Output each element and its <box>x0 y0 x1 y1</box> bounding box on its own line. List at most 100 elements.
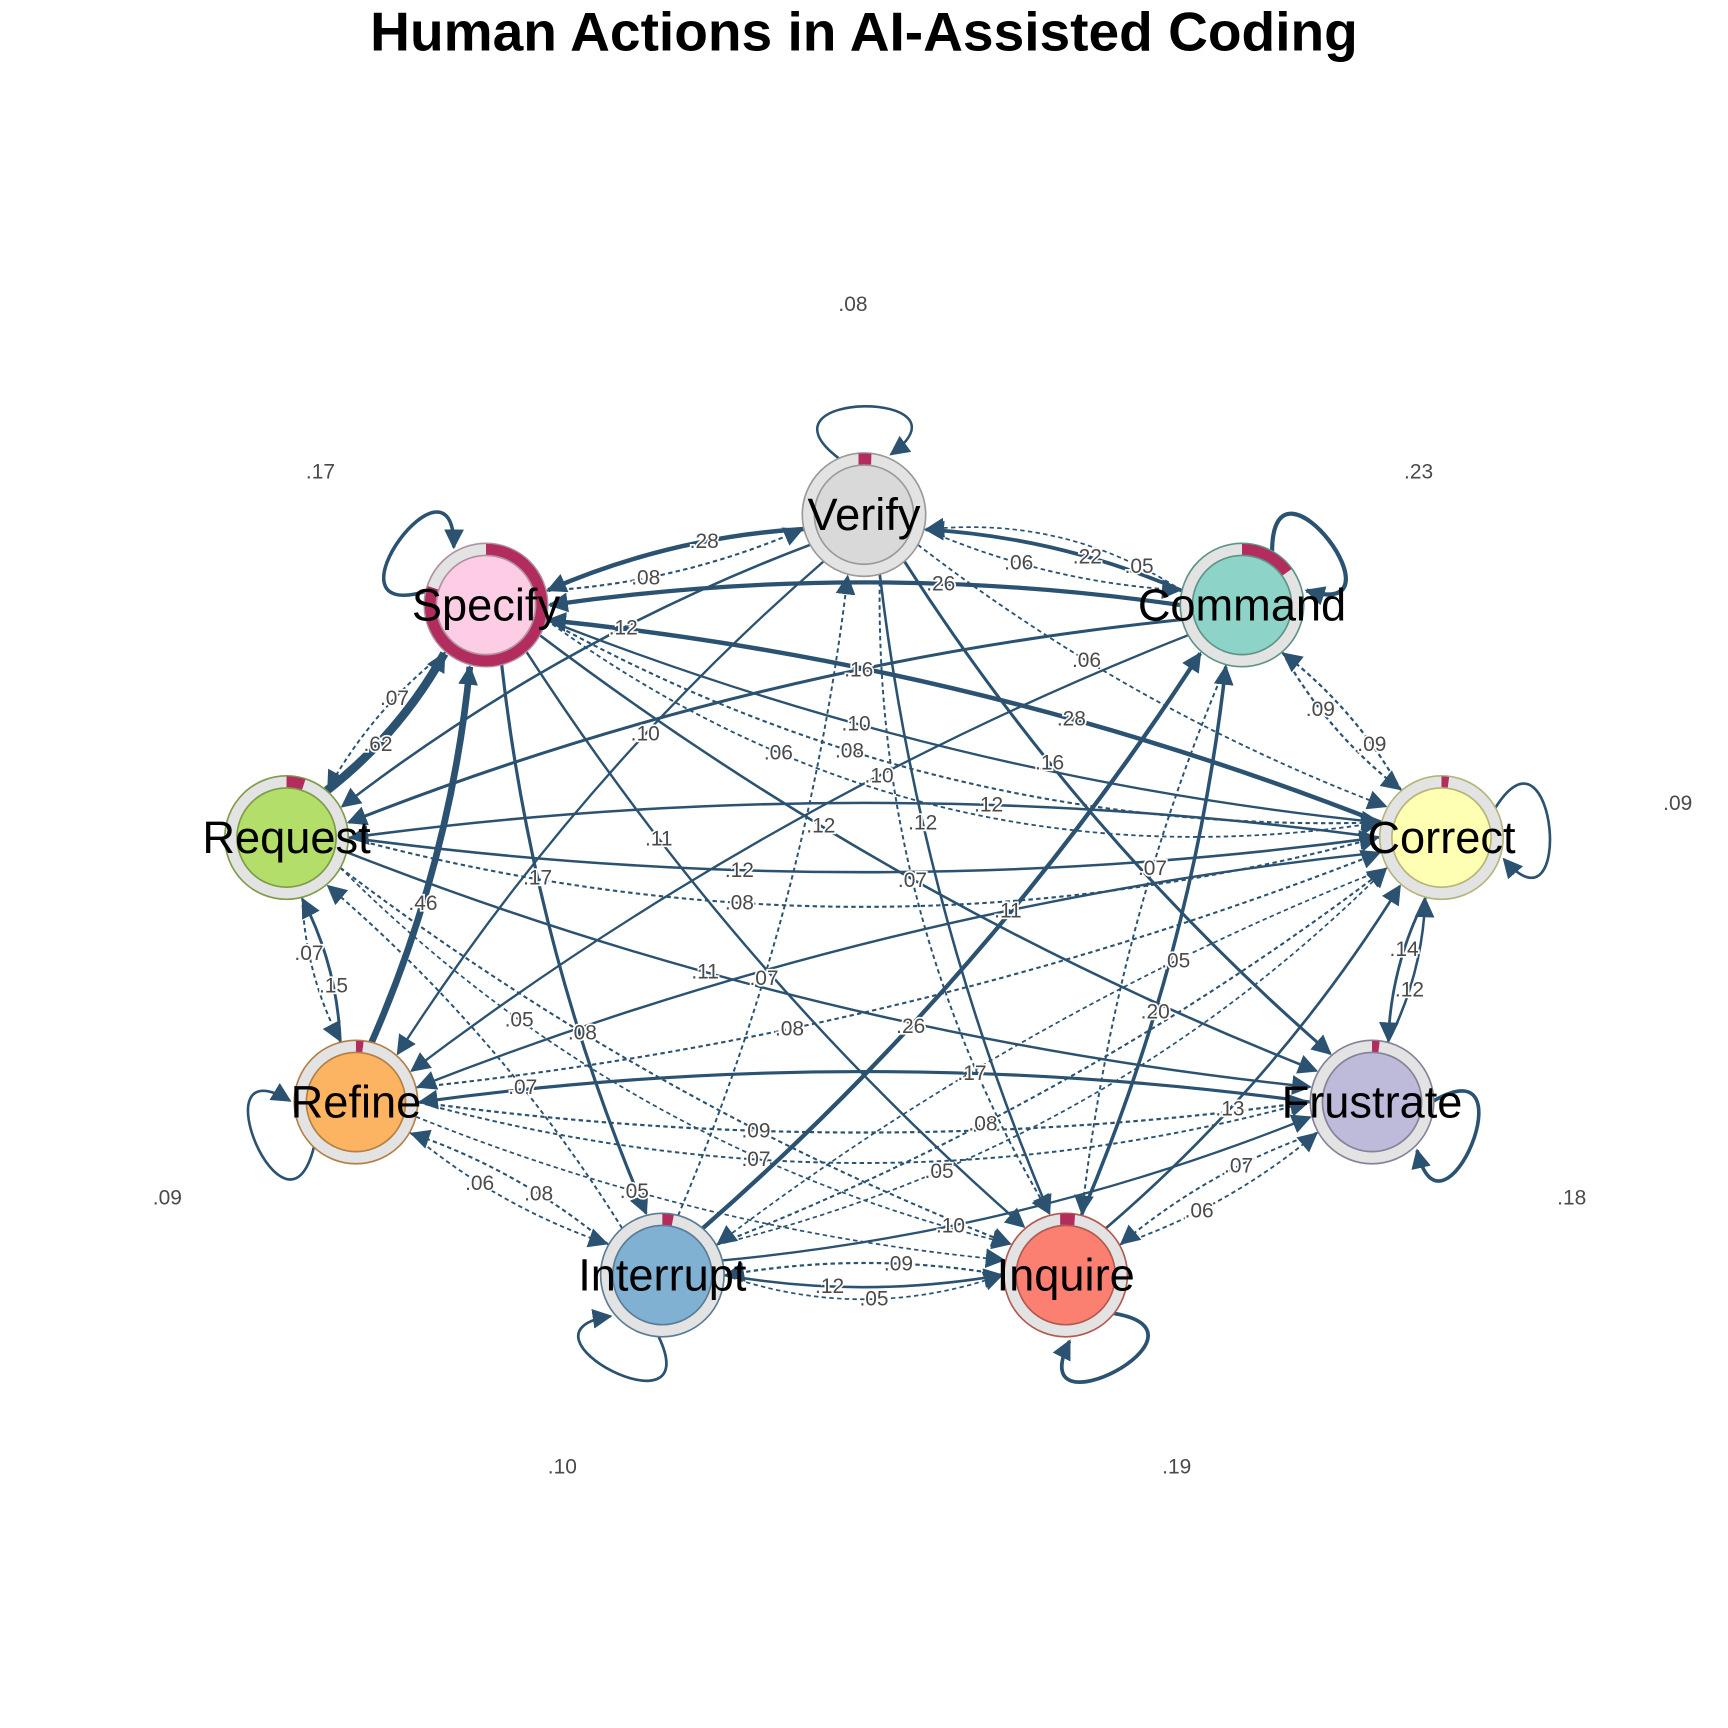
chart-title: Human Actions in AI-Assisted Coding <box>370 1 1358 63</box>
edge-weight-label: .13 <box>1215 1097 1244 1120</box>
self-loop-inquire <box>1052 1311 1150 1384</box>
edge-verify-to-command <box>923 528 1182 600</box>
edge-weight-label: .14 <box>1390 938 1419 961</box>
self-loop-label: .09 <box>1663 792 1692 815</box>
edge-weight-label: .09 <box>1306 698 1335 721</box>
edge-command-to-inquire <box>1074 664 1228 1216</box>
edge-weight-label: .05 <box>925 1160 954 1183</box>
edge-weight-label: .62 <box>363 733 392 756</box>
node-verify[interactable]: Verify <box>801 452 927 578</box>
node-request[interactable]: Request <box>202 775 371 901</box>
edge-refine-to-interrupt <box>409 1131 609 1248</box>
node-specify[interactable]: Specify <box>412 542 561 668</box>
self-loop-verify <box>816 405 913 460</box>
edge-request-to-correct <box>348 830 1380 874</box>
node-circle <box>1015 1224 1117 1326</box>
edge-weight-label: .09 <box>741 1119 770 1142</box>
edge-weight-label: .07 <box>898 869 927 892</box>
edge-weight-label: .06 <box>465 1172 494 1195</box>
edge-weight-label: .09 <box>1357 733 1386 756</box>
edge-refine-to-specify <box>368 664 478 1044</box>
edge-specify-to-correct <box>545 618 1382 831</box>
edge-refine-to-correct <box>415 849 1382 1089</box>
self-loop-label: .19 <box>1162 1456 1191 1479</box>
edge-command-to-verify <box>924 520 1183 593</box>
node-circle <box>813 464 915 566</box>
edge-weight-label: .10 <box>631 723 660 746</box>
edge-weight-label: .06 <box>1185 1200 1214 1223</box>
edge-interrupt-to-refine <box>409 1129 610 1246</box>
node-label: Correct <box>1367 812 1516 863</box>
edge-inquire-to-command <box>1079 664 1234 1217</box>
edge-interrupt-to-inquire <box>723 1271 1004 1301</box>
edge-correct-to-interrupt <box>716 866 1388 1245</box>
edge-weight-label: .12 <box>725 859 754 882</box>
edges-layer <box>301 517 1435 1301</box>
edge-weight-label: .07 <box>1224 1155 1253 1178</box>
edge-interrupt-to-command <box>701 651 1202 1230</box>
edge-weight-label: .16 <box>1035 751 1064 774</box>
edge-weight-label: .07 <box>741 1148 770 1171</box>
node-frustrate[interactable]: Frustrate <box>1282 1039 1463 1165</box>
edge-interrupt-to-frustrate <box>722 1114 1312 1262</box>
edge-correct-to-frustrate <box>1379 896 1428 1043</box>
edge-command-to-refine <box>410 634 1189 1072</box>
edge-inquire-to-interrupt <box>724 1261 1005 1282</box>
edge-inquire-to-correct <box>1105 884 1401 1230</box>
node-pie-segment <box>1241 543 1292 576</box>
self-loops-layer: .08.23.09.18.19.10.09.17 <box>153 293 1692 1479</box>
edge-verify-to-correct <box>917 544 1388 810</box>
node-label: Refine <box>291 1076 422 1127</box>
edge-weight-label: .46 <box>408 892 437 915</box>
edge-weight-label: .08 <box>775 1018 804 1041</box>
edge-command-to-correct <box>1281 651 1402 791</box>
node-label: Frustrate <box>1282 1076 1463 1127</box>
edge-weight-label: .28 <box>690 530 719 553</box>
self-loop-label: .17 <box>306 461 335 484</box>
edge-refine-to-frustrate <box>417 1094 1311 1134</box>
edge-weight-label: .12 <box>974 794 1003 817</box>
edge-command-to-request <box>346 618 1183 826</box>
edge-weight-label: .08 <box>835 739 864 762</box>
node-pie-segment <box>286 776 306 790</box>
node-interrupt[interactable]: Interrupt <box>578 1212 747 1338</box>
edge-weight-label: .05 <box>505 1008 534 1031</box>
node-circle <box>611 1224 713 1326</box>
node-refine[interactable]: Refine <box>291 1039 422 1165</box>
node-label: Interrupt <box>578 1249 747 1300</box>
node-circle <box>305 1051 407 1153</box>
edge-specify-to-correct <box>545 618 1382 838</box>
edge-specify-to-verify <box>545 527 804 592</box>
node-label: Command <box>1138 579 1346 630</box>
edge-specify-to-inquire <box>525 651 1026 1229</box>
edge-specify-to-request <box>327 651 447 791</box>
edge-weight-label: .09 <box>884 1252 913 1275</box>
self-loop-frustrate <box>1411 1089 1481 1183</box>
edge-request-to-inquire <box>339 866 1012 1247</box>
node-command[interactable]: Command <box>1138 542 1346 668</box>
edge-request-to-inquire <box>339 867 1012 1250</box>
edge-interrupt-to-verify <box>677 574 856 1216</box>
edge-command-to-specify <box>547 580 1181 613</box>
node-circle <box>435 554 537 656</box>
edge-weight-label: .05 <box>620 1180 649 1203</box>
edge-weight-label: .11 <box>994 899 1022 922</box>
edge-refine-to-request <box>301 897 342 1043</box>
edge-weight-label: .11 <box>645 827 673 850</box>
node-label: Verify <box>808 489 921 540</box>
edge-correct-to-request <box>348 801 1380 846</box>
edge-weight-label: .12 <box>609 616 638 639</box>
edge-verify-to-inquire <box>878 574 1051 1215</box>
edge-weight-label: .11 <box>691 961 719 984</box>
node-pie-segment <box>424 543 548 667</box>
node-pie-segment <box>662 1213 674 1226</box>
node-inquire[interactable]: Inquire <box>997 1212 1135 1338</box>
node-correct[interactable]: Correct <box>1367 775 1516 901</box>
edge-weight-label: .28 <box>1057 707 1086 730</box>
edge-weight-label: .07 <box>294 942 323 965</box>
self-loop-specify <box>381 510 464 597</box>
edge-correct-to-command <box>1282 652 1403 792</box>
